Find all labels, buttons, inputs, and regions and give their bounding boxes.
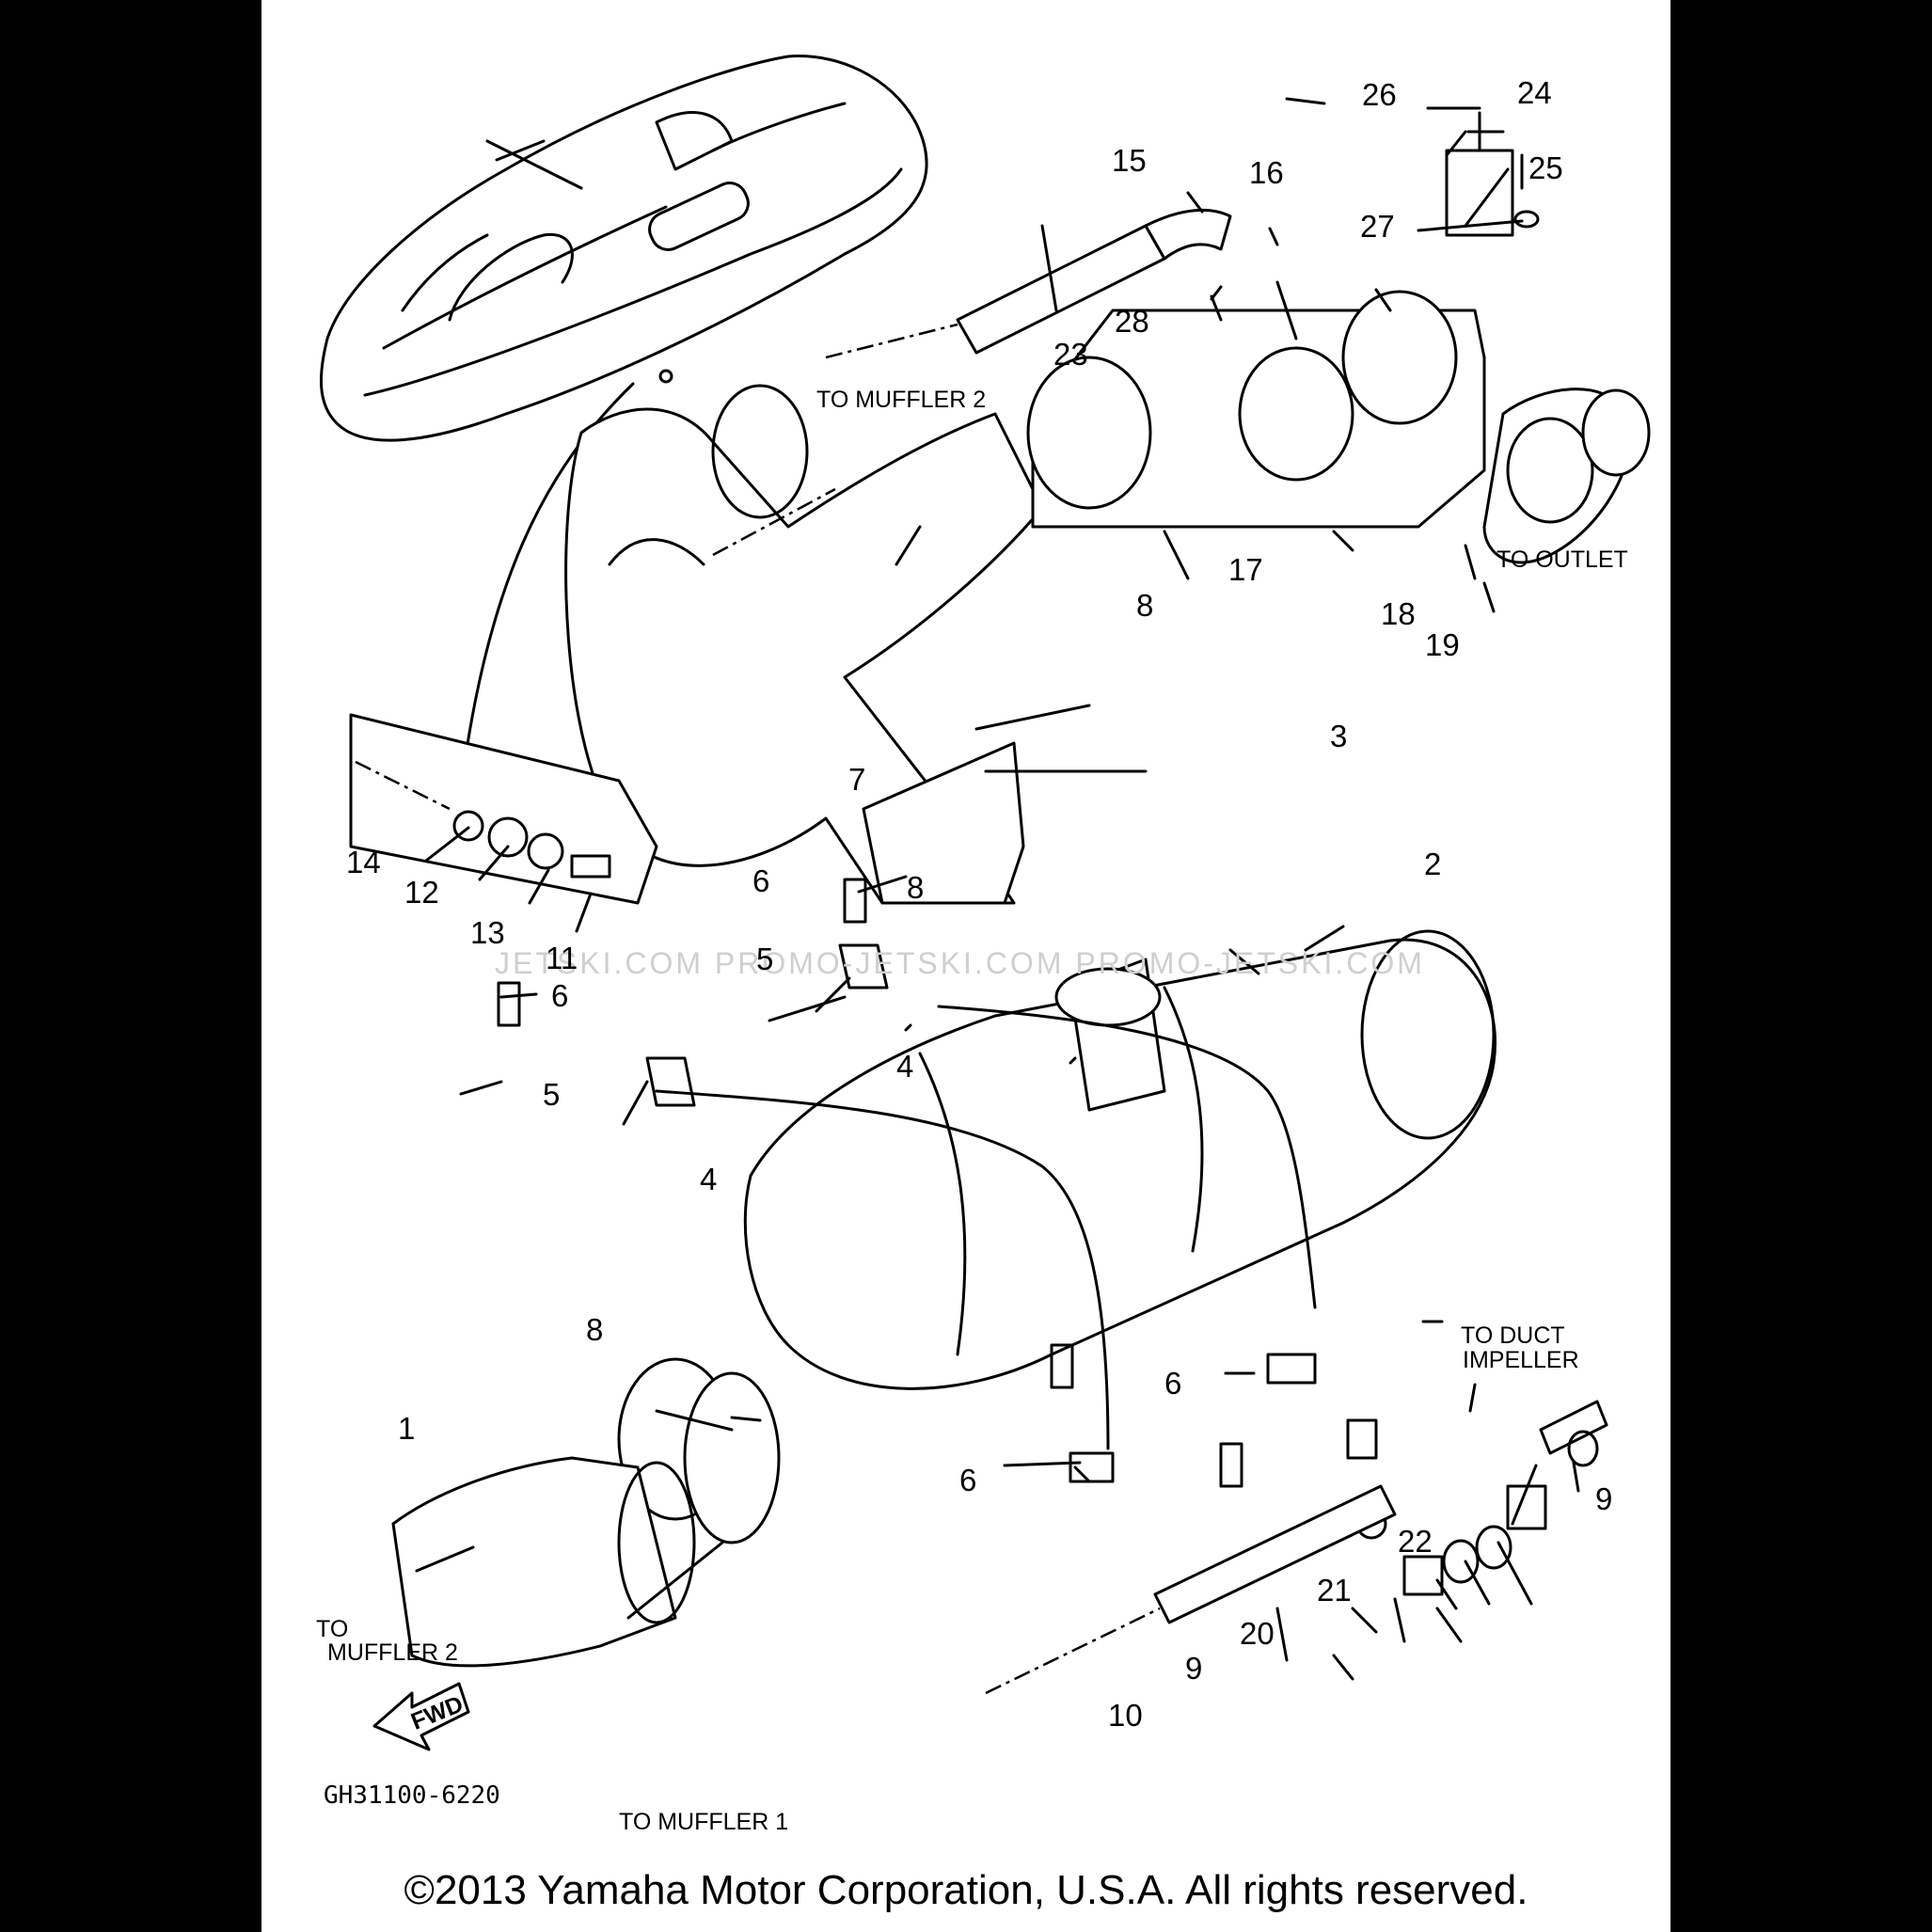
note-muffler-2-left: MUFFLER 2 — [327, 1639, 458, 1666]
note-to-muffler-1: TO MUFFLER 1 — [619, 1809, 788, 1835]
exhaust-manifold-part-17 — [1026, 290, 1651, 564]
leader-lines — [415, 97, 1580, 1681]
note-to-outlet: TO OUTLET — [1497, 546, 1628, 573]
callout-23: 23 — [1053, 337, 1088, 372]
callout-6-a: 6 — [752, 863, 769, 898]
callout-3: 3 — [1330, 719, 1347, 753]
callout-18: 18 — [1381, 596, 1416, 631]
callout-6-c: 6 — [1164, 1366, 1181, 1401]
part-code: GH31100-6220 — [324, 1782, 500, 1810]
callout-5-lower: 5 — [543, 1077, 560, 1112]
callout-27: 27 — [1360, 209, 1395, 244]
callout-1: 1 — [398, 1411, 415, 1446]
callout-12: 12 — [404, 875, 439, 910]
copyright-notice: ©2013 Yamaha Motor Corporation, U.S.A. A… — [404, 1867, 1528, 1913]
callouts: 1 2 3 4 4 5 5 6 6 6 6 7 8 8 8 9 9 10 11 … — [346, 75, 1612, 1733]
callout-5-upper: 5 — [756, 942, 773, 976]
callout-9-right: 9 — [1595, 1481, 1612, 1516]
watercraft-illustration — [319, 55, 928, 442]
exhaust-pipe-part-1 — [391, 1371, 781, 1668]
note-to-duct: TO DUCT — [1461, 1322, 1565, 1349]
callout-15: 15 — [1112, 143, 1147, 178]
cooling-hose-part-15 — [825, 208, 1298, 359]
callout-22: 22 — [1398, 1524, 1433, 1559]
callout-13: 13 — [470, 915, 505, 950]
strap-band-part-4-lower — [655, 1089, 1110, 1450]
note-to-left: TO — [316, 1616, 348, 1642]
callout-20: 20 — [1240, 1616, 1275, 1651]
small-hardware — [452, 810, 1387, 1540]
callout-7: 7 — [848, 762, 865, 797]
watermark-text: JETSKI.COM PROMO-JETSKI.COM PROMO-JETSKI… — [495, 946, 1425, 980]
note-to-muffler-2-top: TO MUFFLER 2 — [816, 387, 986, 413]
exhaust-pipe-part-7 — [564, 407, 1044, 905]
callout-4-lower: 4 — [700, 1162, 717, 1196]
callout-14: 14 — [346, 845, 381, 879]
callout-17: 17 — [1228, 552, 1263, 587]
callout-8-upper: 8 — [1136, 588, 1153, 623]
callout-19: 19 — [1425, 627, 1460, 662]
diagram-sheet: FWD JETSKI.COM PROMO-JETSKI.COM PROMO-JE… — [261, 0, 1671, 1932]
hose-clamp-part-8-upper — [711, 384, 809, 519]
callout-11: 11 — [546, 941, 578, 975]
callout-6-d: 6 — [959, 1463, 976, 1497]
callout-8-middle: 8 — [907, 870, 924, 905]
water-hose-part-10 — [985, 1400, 1608, 1695]
callout-10: 10 — [1108, 1698, 1143, 1733]
callout-8-lower: 8 — [586, 1312, 603, 1347]
note-impeller: IMPELLER — [1463, 1347, 1579, 1373]
callout-24: 24 — [1517, 75, 1552, 110]
heat-shield-part-3 — [862, 741, 1025, 905]
callout-6-b: 6 — [551, 978, 568, 1013]
callout-25: 25 — [1528, 150, 1563, 185]
callout-21: 21 — [1317, 1573, 1352, 1607]
strap-band-part-4-upper — [937, 1005, 1317, 1309]
exhaust-parts-diagram: FWD JETSKI.COM PROMO-JETSKI.COM PROMO-JE… — [316, 55, 1651, 1835]
callout-16: 16 — [1249, 155, 1284, 190]
callout-28: 28 — [1115, 304, 1149, 339]
forward-direction-badge: FWD — [372, 1682, 470, 1751]
callout-9-left: 9 — [1185, 1651, 1202, 1686]
muffler-part-2 — [743, 929, 1497, 1390]
callout-2: 2 — [1424, 847, 1441, 881]
callout-4-upper: 4 — [896, 1049, 913, 1084]
callout-26: 26 — [1362, 77, 1397, 112]
